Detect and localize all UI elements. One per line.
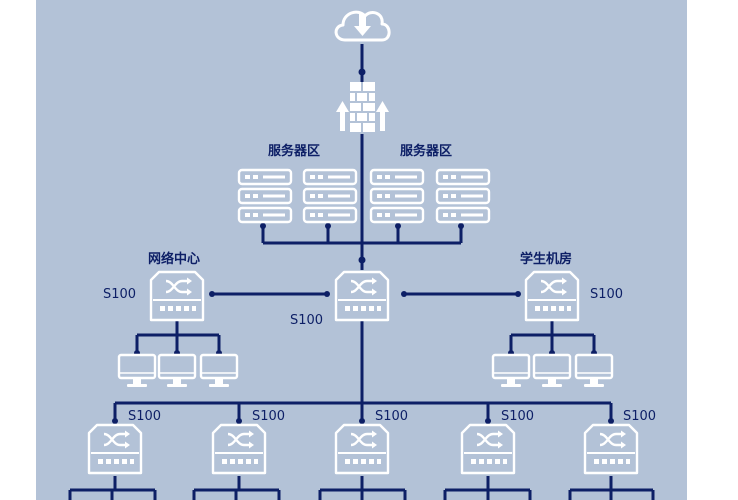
switch-label-core: S100 [290, 313, 323, 328]
zone-label-network-center: 网络中心 [148, 251, 200, 267]
switch-label-access: S100 [128, 409, 161, 424]
connection-lines [68, 44, 655, 500]
switch-label-access: S100 [252, 409, 285, 424]
switch-label-access: S100 [623, 409, 656, 424]
switch-label-right: S100 [590, 287, 623, 302]
firewall-icon [336, 82, 389, 132]
switch-label-access: S100 [375, 409, 408, 424]
server-icon [369, 168, 425, 224]
switch-label-access: S100 [501, 409, 534, 424]
zone-label-server-left: 服务器区 [268, 143, 320, 159]
zone-label-server-right: 服务器区 [400, 143, 452, 159]
cloud-download-icon [334, 10, 391, 42]
zone-label-student-lab: 学生机房 [520, 251, 572, 267]
server-icon [302, 168, 358, 224]
server-icon [435, 168, 491, 224]
server-icon [237, 168, 293, 224]
switch-label-left: S100 [103, 287, 136, 302]
